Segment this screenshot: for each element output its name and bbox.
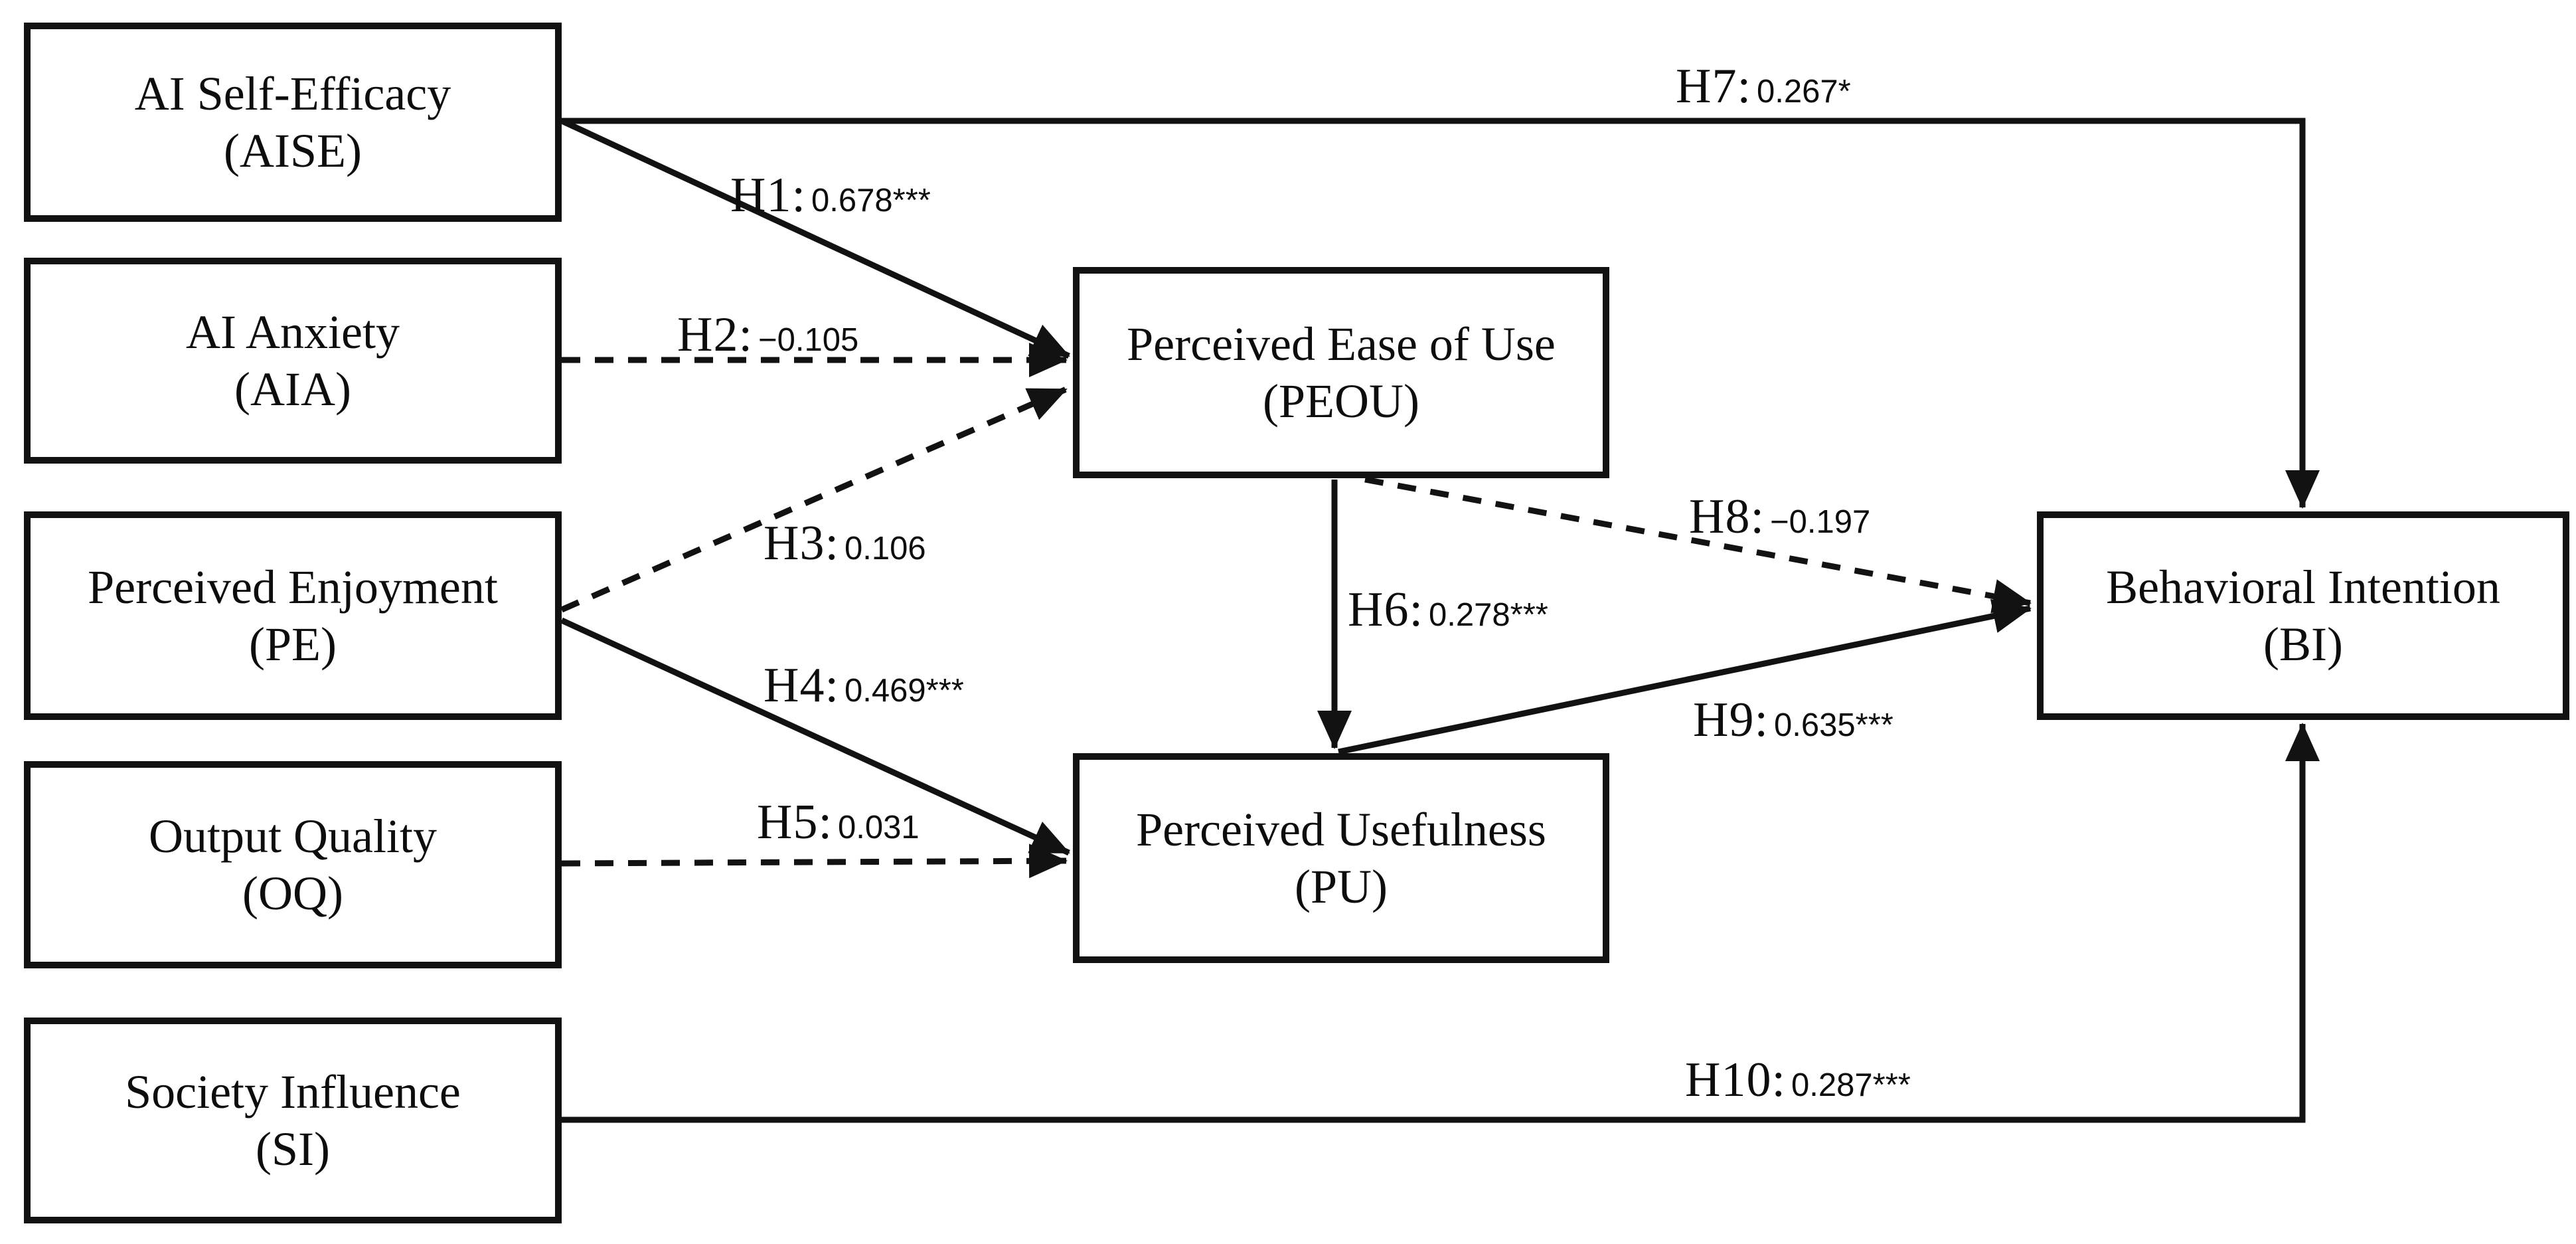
h8-path-line: [1364, 476, 2032, 614]
coefficient-value: −0.105: [758, 322, 859, 358]
construct-box-aia: AI Anxiety (AIA): [24, 258, 562, 464]
construct-box-si: Society Influence (SI): [24, 1018, 562, 1223]
construct-abbr: (AIA): [234, 363, 351, 416]
construct-box-aise: AI Self-Efficacy (AISE): [24, 23, 562, 222]
construct-box-oq: Output Quality (OQ): [24, 761, 562, 968]
coefficient-value: 0.635***: [1774, 707, 1893, 743]
hypothesis-number: H5:: [757, 795, 833, 849]
hypothesis-number: H2:: [677, 308, 753, 362]
construct-abbr: (PU): [1295, 860, 1388, 913]
coefficient-value: 0.287***: [1791, 1067, 1911, 1103]
construct-name: Behavioral Intention: [2106, 560, 2500, 614]
path-label-h1: H1: 0.678***: [730, 167, 931, 224]
coefficient-value: 0.278***: [1429, 597, 1548, 633]
construct-name: Output Quality: [149, 809, 437, 863]
construct-abbr: (SI): [256, 1122, 330, 1176]
construct-abbr: (BI): [2263, 618, 2343, 671]
coefficient-value: −0.197: [1770, 504, 1871, 540]
path-label-h9: H9: 0.635***: [1693, 692, 1893, 749]
h1-path-line: [560, 118, 1070, 359]
h7-path-line: [562, 118, 2320, 509]
hypothesis-number: H6:: [1348, 582, 1423, 637]
construct-abbr: (PEOU): [1263, 375, 1419, 428]
construct-name: Perceived Ease of Use: [1127, 317, 1556, 371]
hypothesis-number: H1:: [730, 168, 806, 222]
path-label-h3: H3: 0.106: [764, 515, 926, 572]
construct-abbr: (OQ): [242, 867, 343, 920]
h5-path-line: [561, 844, 1068, 879]
construct-name: Society Influence: [125, 1065, 461, 1118]
h3-path-line: [560, 386, 1068, 613]
h10-path-line: [562, 723, 2320, 1123]
path-label-h4: H4: 0.469***: [764, 658, 964, 714]
construct-abbr: (PE): [249, 618, 337, 671]
hypothesis-number: H7:: [1676, 59, 1751, 114]
construct-abbr: (AISE): [224, 124, 362, 177]
path-label-h6: H6: 0.278***: [1348, 582, 1548, 638]
h4-path-line: [560, 617, 1070, 856]
coefficient-value: 0.106: [845, 531, 926, 567]
construct-name: Perceived Usefulness: [1136, 802, 1546, 856]
path-label-h8: H8: −0.197: [1689, 489, 1870, 545]
coefficient-value: 0.267*: [1757, 74, 1851, 110]
h9-path-line: [1338, 598, 2032, 755]
path-label-h5: H5: 0.031: [757, 794, 920, 851]
hypothesis-number: H9:: [1693, 693, 1769, 747]
hypothesis-number: H3:: [764, 516, 839, 571]
construct-box-bi: Behavioral Intention (BI): [2037, 511, 2569, 720]
construct-name: AI Self-Efficacy: [134, 66, 451, 120]
coefficient-value: 0.031: [838, 810, 920, 845]
hypothesis-number: H4:: [764, 658, 839, 713]
construct-box-pe: Perceived Enjoyment (PE): [24, 511, 562, 720]
path-label-h2: H2: −0.105: [677, 307, 858, 363]
construct-name: AI Anxiety: [186, 305, 400, 359]
path-label-h7: H7: 0.267*: [1676, 58, 1851, 115]
hypothesis-number: H8:: [1689, 489, 1765, 544]
construct-box-peou: Perceived Ease of Use (PEOU): [1073, 267, 1609, 478]
path-label-h10: H10: 0.287***: [1685, 1052, 1911, 1109]
hypothesis-number: H10:: [1685, 1053, 1786, 1107]
coefficient-value: 0.678***: [811, 183, 931, 219]
construct-name: Perceived Enjoyment: [88, 560, 498, 614]
construct-box-pu: Perceived Usefulness (PU): [1073, 753, 1609, 963]
coefficient-value: 0.469***: [845, 673, 964, 709]
